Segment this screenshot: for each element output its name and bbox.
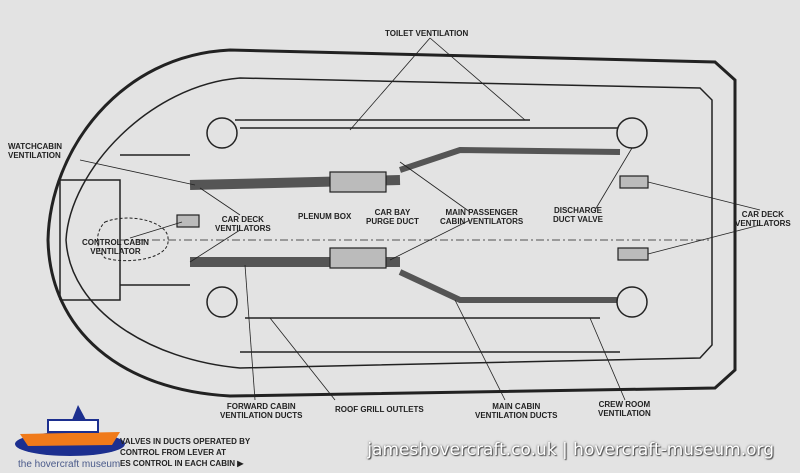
hull-outline: [46, 48, 737, 398]
label-line: CAR BAY: [374, 208, 411, 217]
roof-grill-rails: [120, 119, 600, 319]
label-toilet-ventilation: TOILET VENTILATION: [385, 29, 469, 38]
label-line: CAR DECK: [741, 210, 784, 219]
fans: [206, 117, 648, 318]
watermark: jameshovercraft.co.uk | hovercraft-museu…: [367, 440, 774, 460]
label-line: VENTILATORS: [215, 224, 271, 233]
label-line: CREW ROOM: [598, 400, 651, 409]
control-cabin-outline: [97, 217, 169, 262]
label-line: VENTILATION: [598, 409, 651, 418]
museum-logo-icon: [15, 405, 125, 456]
label-line: MAIN CABIN: [492, 402, 541, 411]
label-line: VENTILATION DUCTS: [475, 411, 558, 420]
deck-outline: [65, 77, 713, 369]
leader-lines: [79, 37, 761, 401]
museum-logo-text: the hovercraft museum: [18, 459, 121, 470]
label-line: VENTILATOR: [90, 247, 141, 256]
label-line: PURGE DUCT: [366, 217, 419, 226]
label-line: VENTILATION: [8, 151, 61, 160]
note-line: ES CONTROL IN EACH CABIN ▶: [120, 459, 244, 468]
label-line: CABIN VENTILATORS: [440, 217, 524, 226]
note-line: CONTROL FROM LEVER AT: [120, 448, 227, 457]
label-line: CAR DECK: [221, 215, 264, 224]
label-line: FORWARD CABIN: [226, 402, 296, 411]
label-line: VENTILATION DUCTS: [220, 411, 303, 420]
label-plenum-box: PLENUM BOX: [298, 212, 352, 221]
note-line: VALVES IN DUCTS OPERATED BY: [120, 437, 251, 446]
label-line: DISCHARGE: [553, 206, 602, 215]
label-line: VENTILATORS: [735, 219, 791, 228]
label-roof-grill-outlets: ROOF GRILL OUTLETS: [335, 405, 424, 414]
valve-note: VALVES IN DUCTS OPERATED BY CONTROL FROM …: [120, 436, 250, 469]
label-line: CONTROL CABIN: [82, 238, 149, 247]
label-line: MAIN PASSENGER: [445, 208, 518, 217]
label-line: DUCT VALVE: [553, 215, 603, 224]
label-line: WATCHCABIN: [8, 142, 63, 151]
